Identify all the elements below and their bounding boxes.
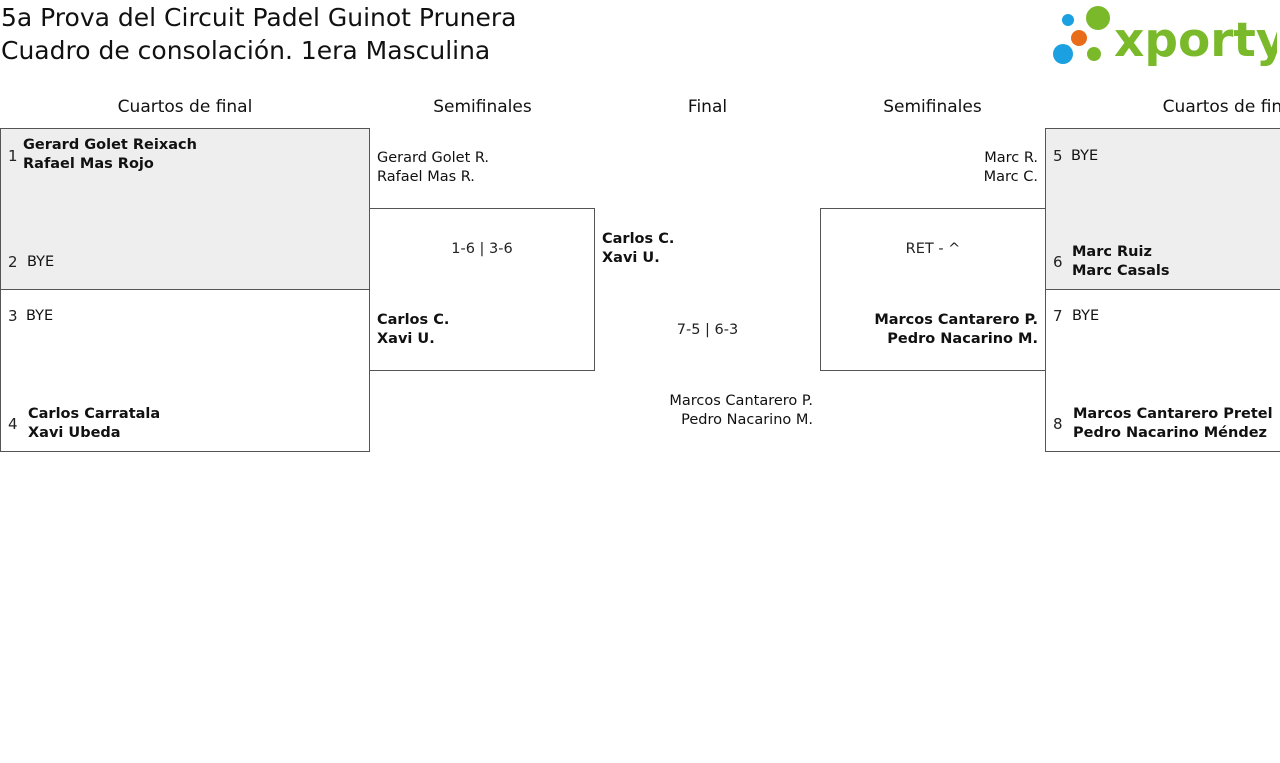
seed-number: 6 — [1053, 253, 1063, 271]
seed-number: 4 — [8, 415, 18, 433]
logo-dot-green2-icon — [1087, 47, 1101, 61]
match-score: RET - ^ — [905, 241, 961, 257]
seed-number: 8 — [1053, 415, 1063, 433]
team-entry-bye: BYE — [1071, 148, 1099, 164]
team-entry[interactable]: Marcos Cantarero Pretel Pedro Nacarino M… — [1073, 406, 1273, 441]
final-team-left[interactable]: Carlos C. Xavi U. — [602, 231, 675, 266]
round-label-right-qf: Cuartos de final — [1162, 97, 1280, 117]
seed-number: 1 — [8, 147, 18, 165]
right-sf-team-top[interactable]: Marc R. Marc C. — [983, 150, 1038, 185]
logo-dot-blue-icon — [1062, 14, 1074, 26]
seed-number: 5 — [1053, 147, 1063, 165]
xporty-logo[interactable]: xporty — [1052, 4, 1277, 68]
team-entry-bye: BYE — [1072, 308, 1100, 324]
round-label-left-sf: Semifinales — [433, 97, 532, 117]
page-title: 5a Prova del Circuit Padel Guinot Pruner… — [1, 3, 517, 32]
right-qf-match-4[interactable]: 7 BYE 8 Marcos Cantarero Pretel Pedro Na… — [1045, 289, 1280, 452]
seed-number: 3 — [8, 307, 18, 325]
right-sf-team-bottom[interactable]: Marcos Cantarero P. Pedro Nacarino M. — [874, 312, 1038, 347]
right-qf-column: 5 BYE 6 Marc Ruiz Marc Casals 7 BYE 8 Ma… — [1045, 128, 1280, 452]
logo-dot-orange-icon — [1071, 30, 1087, 46]
seed-number: 2 — [8, 253, 18, 271]
left-sf-team-bottom[interactable]: Carlos C. Xavi U. — [377, 312, 450, 347]
logo-wordmark: xporty — [1114, 13, 1277, 68]
round-label-right-sf: Semifinales — [883, 97, 982, 117]
final-team-right[interactable]: Marcos Cantarero P. Pedro Nacarino M. — [669, 393, 813, 428]
page-subtitle: Cuadro de consolación. 1era Masculina — [1, 36, 491, 65]
final-score: 7-5 | 6-3 — [676, 322, 739, 338]
left-qf-match-2[interactable]: 3 BYE 4 Carlos Carratala Xavi Ubeda — [0, 289, 370, 452]
team-entry[interactable]: Marc Ruiz Marc Casals — [1072, 244, 1170, 279]
left-sf-team-top[interactable]: Gerard Golet R. Rafael Mas R. — [377, 150, 490, 185]
round-label-final: Final — [687, 97, 728, 117]
round-label-left-qf: Cuartos de final — [117, 97, 253, 117]
match-score: 1-6 | 3-6 — [451, 241, 513, 257]
team-entry[interactable]: Gerard Golet Reixach Rafael Mas Rojo — [23, 137, 197, 172]
left-qf-match-1[interactable]: 1 Gerard Golet Reixach Rafael Mas Rojo 2… — [0, 128, 370, 290]
logo-dot-green-icon — [1086, 6, 1110, 30]
seed-number: 7 — [1053, 307, 1063, 325]
team-entry-bye: BYE — [26, 308, 54, 324]
team-entry-bye: BYE — [27, 254, 55, 270]
right-sf-match[interactable]: RET - ^ Marcos Cantarero P. Pedro Nacari… — [820, 208, 1046, 371]
logo-dot-blue2-icon — [1053, 44, 1073, 64]
right-qf-match-3[interactable]: 5 BYE 6 Marc Ruiz Marc Casals — [1045, 128, 1280, 290]
team-entry[interactable]: Carlos Carratala Xavi Ubeda — [28, 406, 161, 441]
left-sf-match[interactable]: 1-6 | 3-6 Carlos C. Xavi U. — [369, 208, 595, 371]
